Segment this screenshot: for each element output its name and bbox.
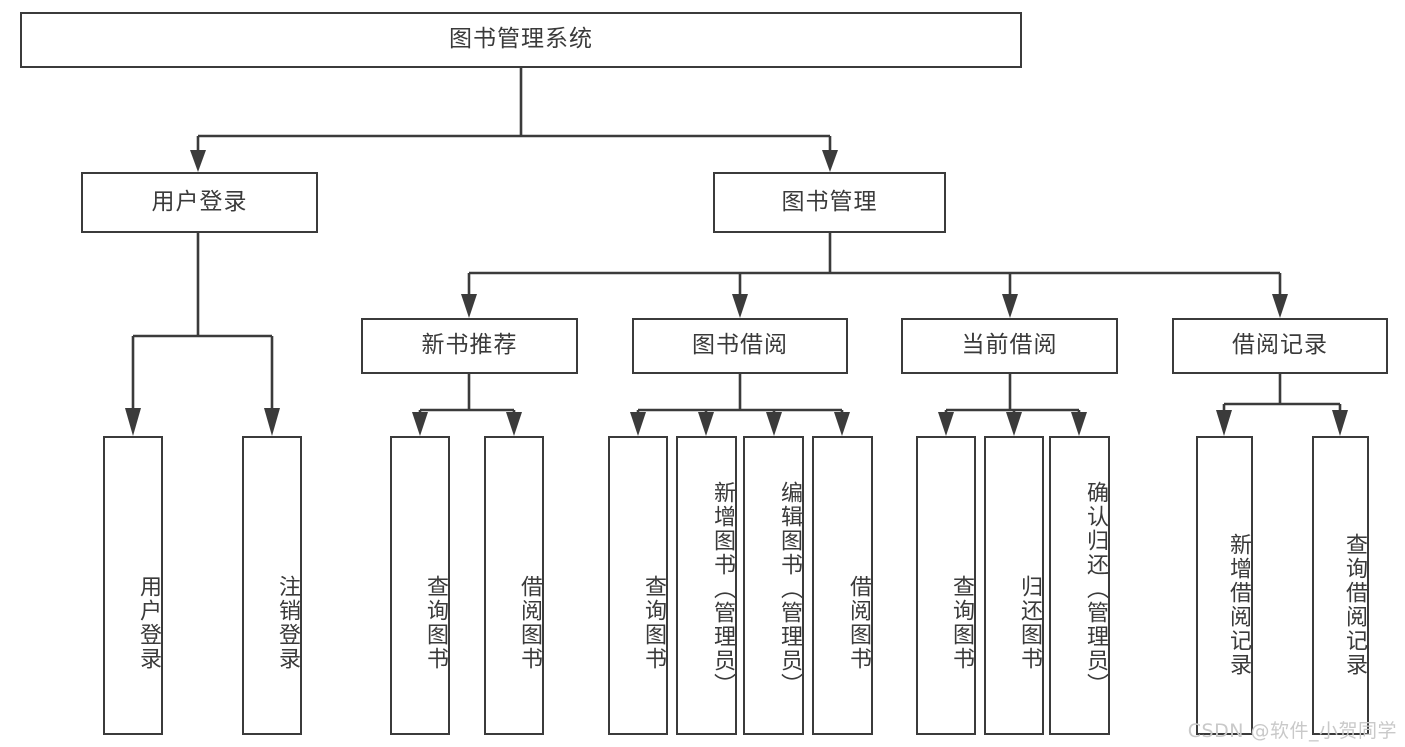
leaf-user-login-logout[interactable]: 注销登录 [242, 436, 302, 735]
node-book-borrow[interactable]: 图书借阅 [632, 318, 848, 374]
leaf-current-borrow-confirm-return-admin[interactable]: 确认归还（管理员） [1049, 436, 1110, 735]
leaf-new-book-borrow-book[interactable]: 借阅图书 [484, 436, 544, 735]
leaf-current-borrow-return-book[interactable]: 归还图书 [984, 436, 1044, 735]
leaf-user-login-login[interactable]: 用户登录 [103, 436, 163, 735]
leaf-book-borrow-borrow-book[interactable]: 借阅图书 [812, 436, 873, 735]
node-user-login[interactable]: 用户登录 [81, 172, 318, 233]
node-book-management[interactable]: 图书管理 [713, 172, 946, 233]
node-current-borrow[interactable]: 当前借阅 [901, 318, 1118, 374]
leaf-book-borrow-edit-book-admin[interactable]: 编辑图书（管理员） [743, 436, 804, 735]
node-borrow-records[interactable]: 借阅记录 [1172, 318, 1388, 374]
leaf-book-borrow-query-book[interactable]: 查询图书 [608, 436, 668, 735]
node-new-book-recommend[interactable]: 新书推荐 [361, 318, 578, 374]
node-root-system[interactable]: 图书管理系统 [20, 12, 1022, 68]
leaf-borrow-records-query-record[interactable]: 查询借阅记录 [1312, 436, 1369, 735]
leaf-new-book-query-book[interactable]: 查询图书 [390, 436, 450, 735]
leaf-book-borrow-add-book-admin[interactable]: 新增图书（管理员） [676, 436, 737, 735]
leaf-borrow-records-add-record[interactable]: 新增借阅记录 [1196, 436, 1253, 735]
csdn-watermark: CSDN @软件_小贺同学 [1187, 720, 1397, 742]
leaf-current-borrow-query-book[interactable]: 查询图书 [916, 436, 976, 735]
